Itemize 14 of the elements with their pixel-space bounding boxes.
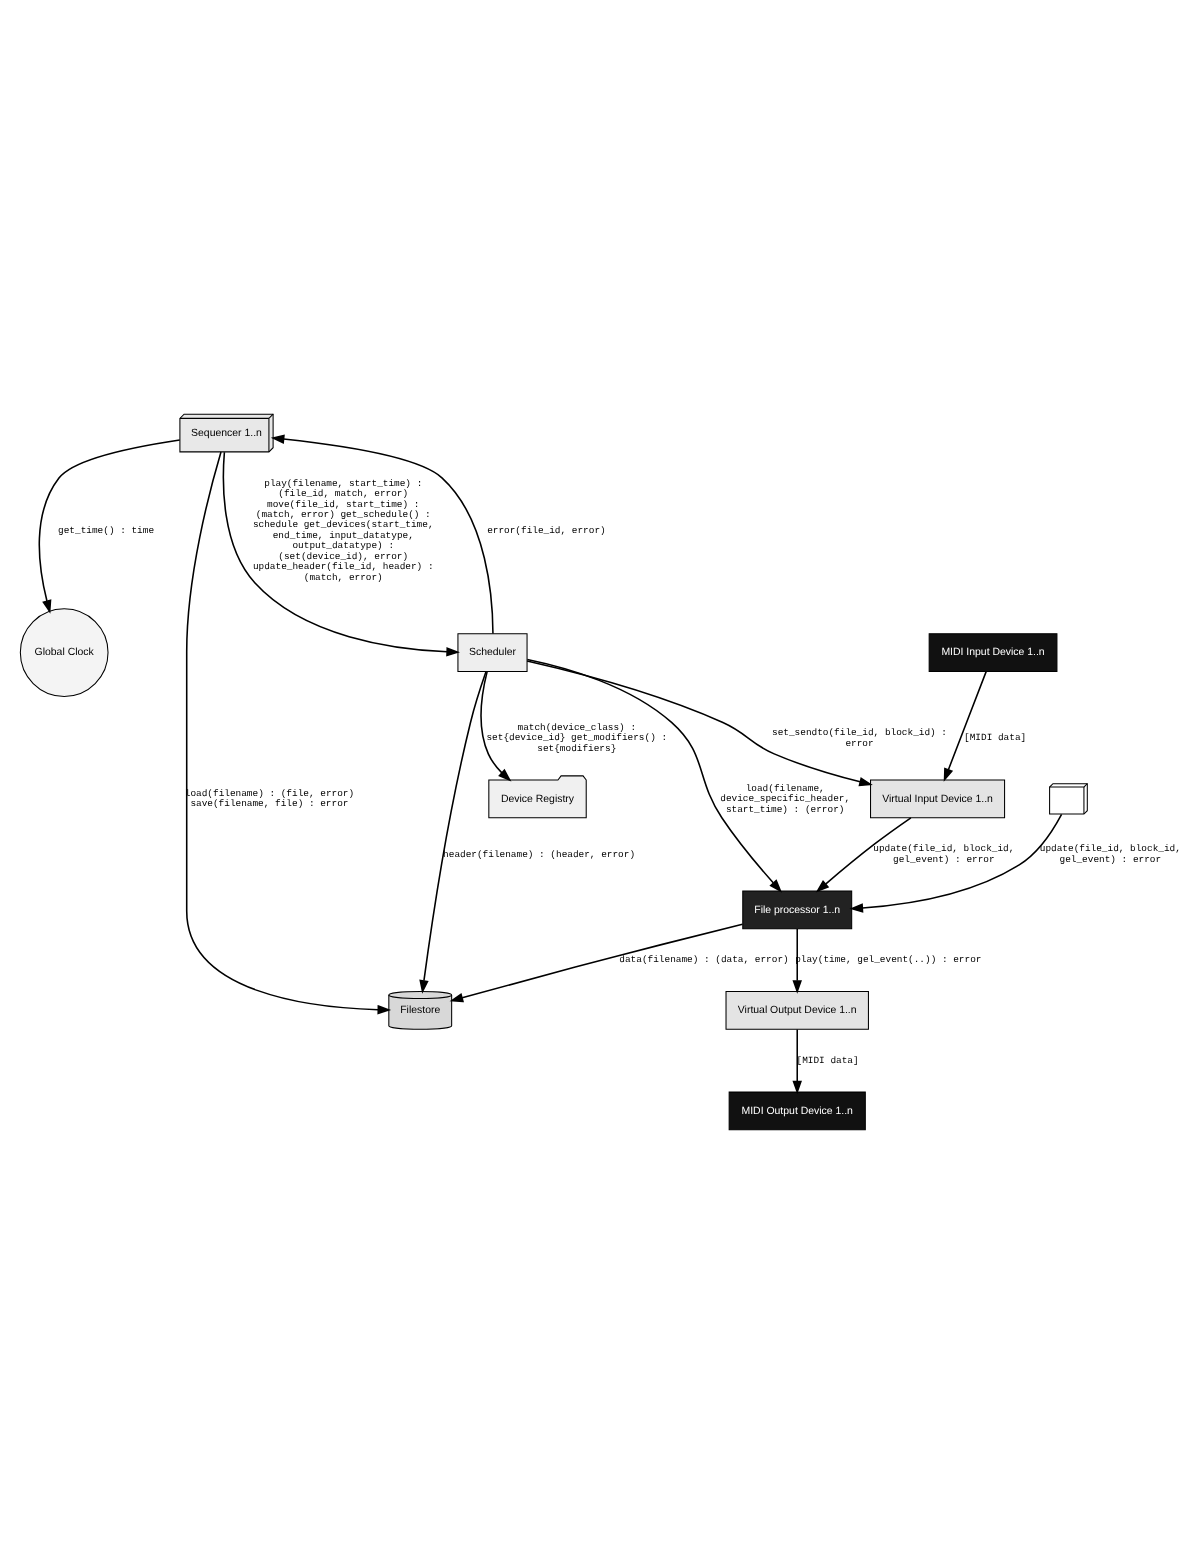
arrow: [185, 450, 392, 1014]
arrow: [849, 812, 1063, 912]
arrow: [270, 433, 494, 634]
arrow: [449, 922, 744, 1002]
arrow: [526, 657, 783, 892]
arrow: [792, 1027, 802, 1094]
arrow: [526, 659, 873, 786]
arrow: [222, 450, 460, 656]
arrow: [815, 816, 912, 892]
arrow: [943, 669, 987, 781]
arrow: [792, 927, 802, 993]
arrow: [419, 669, 487, 993]
arrow: [38, 438, 181, 613]
arrow: [480, 669, 512, 781]
